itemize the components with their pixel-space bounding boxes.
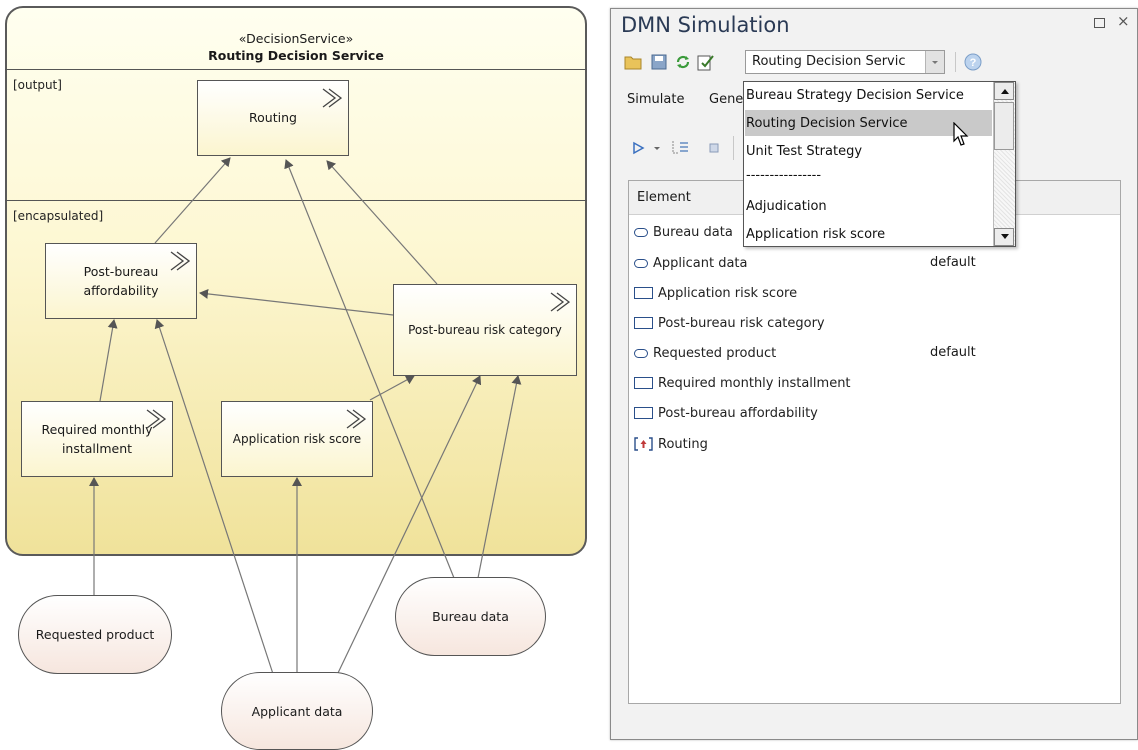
service-stereotype: «DecisionService» <box>238 31 354 46</box>
list-item[interactable]: Applicant data <box>634 251 748 275</box>
toolbar-separator <box>955 52 956 72</box>
output-compartment-label: [output] <box>13 78 62 92</box>
decision-chevron-icon <box>550 292 570 312</box>
list-item-label: Post-bureau risk category <box>658 315 825 331</box>
list-item[interactable]: Post-bureau affordability <box>634 401 818 425</box>
svg-text:?: ? <box>970 57 977 69</box>
save-icon[interactable] <box>651 54 667 70</box>
decision-node-post-bureau-risk-category[interactable]: Post-bureau risk category <box>393 284 577 376</box>
decision-node-post-bureau-affordability[interactable]: Post-bureau affordability <box>45 243 197 319</box>
decision-chevron-icon <box>146 409 166 429</box>
decision-service-combobox[interactable]: Routing Decision Servic <box>745 50 945 74</box>
list-item-value[interactable]: default <box>930 345 976 360</box>
input-data-icon <box>634 348 648 358</box>
decision-node-label: Post-bureau affordability <box>83 263 159 298</box>
tab-simulate[interactable]: Simulate <box>627 92 685 107</box>
dropdown-option[interactable]: Bureau Strategy Decision Service <box>746 88 964 103</box>
element-list-panel <box>628 180 1121 704</box>
decision-node-routing[interactable]: Routing <box>197 80 349 156</box>
output-decision-icon <box>634 437 653 451</box>
input-data-bureau-data[interactable]: Bureau data <box>395 577 546 656</box>
tab-generate[interactable]: Gene <box>709 92 744 107</box>
scroll-up-button[interactable] <box>994 82 1014 100</box>
dropdown-selected-highlight <box>745 110 992 136</box>
input-data-icon <box>634 258 648 268</box>
decision-node-label: Application risk score <box>232 431 362 446</box>
open-folder-icon[interactable] <box>624 54 642 70</box>
dropdown-option[interactable]: Application risk score <box>746 227 886 242</box>
list-item[interactable]: Application risk score <box>634 281 797 305</box>
decision-node-application-risk-score[interactable]: Application risk score <box>221 401 373 477</box>
list-item-label: Routing <box>658 436 708 452</box>
encapsulated-compartment-label: [encapsulated] <box>13 209 104 223</box>
arrow-up-icon <box>1001 89 1009 94</box>
list-item[interactable]: Requested product <box>634 341 776 365</box>
list-item-label: Application risk score <box>658 285 798 301</box>
chevron-down-icon <box>932 61 938 64</box>
list-item[interactable]: Required monthly installment <box>634 371 851 395</box>
list-item-label: Bureau data <box>653 224 733 240</box>
run-icon[interactable] <box>632 140 646 156</box>
close-icon[interactable]: × <box>1117 12 1130 30</box>
decision-icon <box>634 407 653 419</box>
list-item-label: Required monthly installment <box>658 375 851 391</box>
service-name: Routing Decision Service <box>208 48 384 63</box>
list-item-label: Post-bureau affordability <box>658 405 818 421</box>
decision-icon <box>634 377 653 389</box>
column-header-element[interactable]: Element <box>637 190 691 205</box>
decision-node-label: Required monthly installment <box>41 421 153 456</box>
input-data-icon <box>634 227 648 237</box>
toolbar-separator <box>733 136 734 160</box>
output-compartment-divider <box>5 69 587 70</box>
help-icon[interactable]: ? <box>963 52 983 72</box>
combobox-dropdown-button[interactable] <box>925 51 944 73</box>
window-title: DMN Simulation <box>621 13 790 37</box>
arrow-down-icon <box>1001 234 1009 239</box>
list-item-label: Requested product <box>653 345 777 361</box>
list-item-label: Applicant data <box>653 255 748 271</box>
decision-icon <box>634 317 653 329</box>
input-data-requested-product[interactable]: Requested product <box>18 595 172 674</box>
input-data-label: Applicant data <box>251 703 343 719</box>
decision-chevron-icon <box>322 88 342 108</box>
input-data-applicant-data[interactable]: Applicant data <box>221 672 373 750</box>
scroll-thumb[interactable] <box>994 102 1014 150</box>
mouse-cursor-icon <box>953 122 969 146</box>
dependency-arrows <box>89 157 522 681</box>
scroll-down-button[interactable] <box>994 228 1014 246</box>
list-item[interactable]: Bureau data <box>634 220 733 244</box>
run-options-chevron-icon[interactable] <box>652 143 662 153</box>
decision-node-label: Post-bureau risk category <box>408 322 562 337</box>
input-data-label: Bureau data <box>432 609 509 624</box>
decision-chevron-icon <box>346 409 366 429</box>
dropdown-option-selected[interactable]: Routing Decision Service <box>746 116 908 131</box>
list-item[interactable]: Routing <box>634 432 708 456</box>
combobox-value: Routing Decision Servic <box>752 54 906 69</box>
decision-service-dropdown-list[interactable] <box>743 81 1016 247</box>
validate-icon[interactable] <box>697 53 715 71</box>
list-item[interactable]: Post-bureau risk category <box>634 311 825 335</box>
decision-node-required-monthly-installment[interactable]: Required monthly installment <box>21 401 173 477</box>
dropdown-separator: ---------------- <box>746 168 822 183</box>
list-item-value[interactable]: default <box>930 255 976 270</box>
input-data-label: Requested product <box>35 627 155 642</box>
stop-icon[interactable] <box>709 142 721 154</box>
decision-chevron-icon <box>170 251 190 271</box>
maximize-icon[interactable] <box>1092 15 1106 29</box>
refresh-icon[interactable] <box>674 53 692 71</box>
decision-node-label: Routing <box>249 110 297 126</box>
encapsulated-compartment-divider <box>5 200 587 201</box>
dropdown-option[interactable]: Adjudication <box>746 199 827 214</box>
step-into-icon[interactable] <box>671 139 691 157</box>
decision-icon <box>634 287 653 299</box>
dropdown-option[interactable]: Unit Test Strategy <box>746 144 863 159</box>
